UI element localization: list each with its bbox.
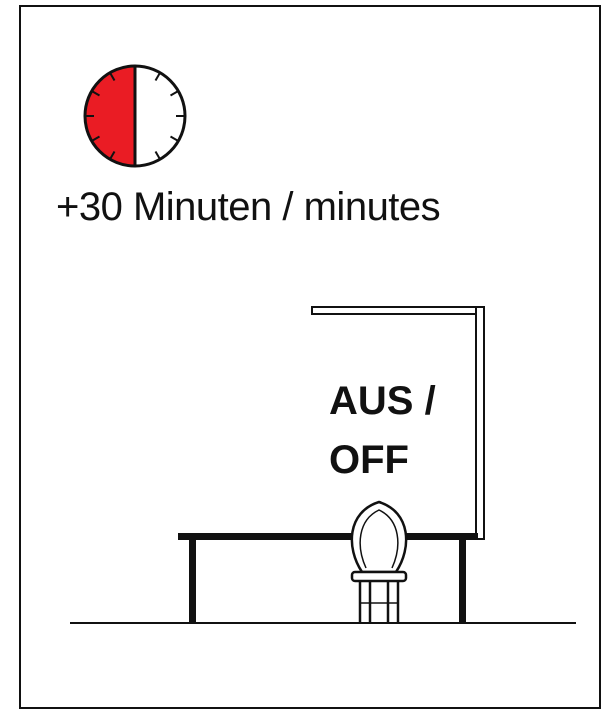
clock-icon (85, 66, 185, 166)
desk-icon (178, 533, 478, 623)
lamp-state-label-secondary: OFF (329, 436, 409, 484)
timer-duration-label: +30 Minuten / minutes (56, 183, 440, 231)
chair-icon (352, 502, 406, 622)
lamp-state-label: AUS / (329, 377, 436, 425)
